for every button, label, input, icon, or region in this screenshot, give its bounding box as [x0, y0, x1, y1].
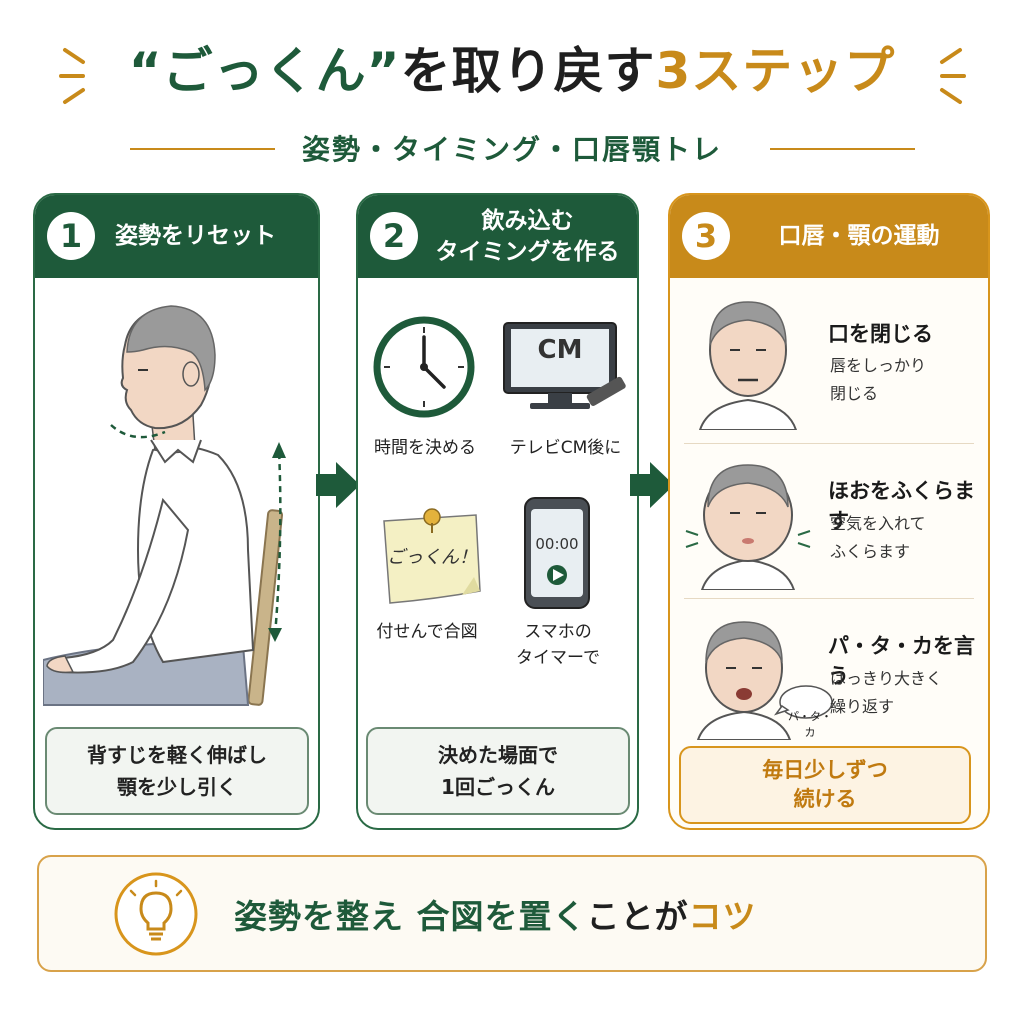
icon-caption-line: タイマーで [516, 648, 600, 668]
exercise-description-line: 空気を入れて [830, 514, 926, 533]
sticky-note-icon [383, 508, 481, 604]
caption-line: 顎を少し引く [117, 775, 237, 799]
face-speaking-icon [696, 621, 833, 740]
exercise-description-line: 唇をしっかり [830, 356, 927, 375]
exercise-title: ほおをふくらます [828, 479, 975, 533]
sparkle-lines-icon [59, 48, 85, 104]
subtitle: 姿勢・タイミング・口唇顎トレ [301, 133, 722, 166]
step-3-header: 3 口唇・顎の運動 [670, 195, 988, 278]
exercise-description-line: 閉じる [830, 384, 879, 403]
subtitle-row: 姿勢・タイミング・口唇顎トレ [0, 128, 1024, 168]
icon-caption: スマホの タイマーで [498, 619, 618, 671]
tip-part: コツ [688, 896, 757, 936]
step-number: 3 [682, 212, 730, 260]
exercise-description-line: ふくらます [830, 542, 911, 561]
icon-caption-line: スマホの [524, 622, 592, 642]
exercise-description: 唇をしっかり 閉じる [830, 352, 926, 408]
exercise-item: 口を閉じる 唇をしっかり 閉じる [670, 290, 988, 440]
title-middle: を取り戻す [400, 42, 656, 100]
tv-icon [503, 322, 626, 409]
caption-line: 背すじを軽く伸ばし [87, 743, 267, 767]
exercise-item: ほおをふくらます 空気を入れて ふくらます [670, 455, 988, 605]
caption-line: 続ける [793, 787, 857, 811]
sticky-note-text: ごっくん！ [387, 547, 477, 568]
step-2-panel: 2 飲み込む タイミングを作る 時間を決める CM テレビCM後に [356, 193, 639, 830]
divider-line [770, 148, 915, 150]
step-2-header: 2 飲み込む タイミングを作る [358, 195, 637, 278]
step-1-panel: 1 姿勢をリセット 背すじを軽く伸ばし 顎を少し引く [33, 193, 320, 830]
step-1-header: 1 姿勢をリセット [35, 195, 318, 278]
step-title: 飲み込む タイミングを作る [426, 195, 629, 278]
icon-caption: 付せんで合図 [376, 622, 478, 642]
caption-line: 1回ごっくん [441, 775, 555, 799]
caption-line: 毎日少しずつ [762, 758, 888, 782]
exercise-description: 空気を入れて ふくらます [830, 510, 926, 566]
tv-screen-text: CM [537, 335, 583, 365]
next-arrow-icon [630, 462, 674, 508]
exercise-description-line: はっきり大きく [830, 669, 943, 688]
face-puffed-cheeks-icon [685, 464, 811, 590]
icon-caption: 時間を決める [374, 438, 476, 458]
step-title: 口唇・顎の運動 [778, 223, 940, 249]
tip-part: 合図を置く [416, 896, 587, 936]
smartphone-timer-text: 00:00 [535, 535, 579, 553]
exercise-title: パ・タ・カを言う [828, 634, 975, 688]
step-3-panel: 3 口唇・顎の運動 口を閉じる 唇をしっかり 閉じる ほおをふく [668, 193, 990, 830]
face-closed-mouth-icon [698, 301, 798, 430]
icon-caption: テレビCM後に [509, 438, 622, 458]
step-title: 姿勢をリセット [115, 223, 276, 249]
step-1-caption: 背すじを軽く伸ばし 顎を少し引く [45, 727, 309, 815]
exercise-title: 口を閉じる [828, 322, 933, 346]
sparkle-lines-icon [940, 48, 966, 104]
next-arrow-icon [316, 462, 360, 508]
step-title-line: タイミングを作る [435, 238, 620, 265]
step-2-caption: 決めた場面で 1回ごっくん [366, 727, 630, 815]
exercise-description-line: 繰り返す [830, 697, 895, 716]
smartphone-icon [524, 497, 590, 609]
tip-part: 姿勢を整え [234, 896, 404, 936]
caption-line: 決めた場面で [438, 743, 558, 767]
title-quote: “ごっくん” [128, 42, 401, 100]
step-number: 1 [47, 212, 95, 260]
step-3-caption: 毎日少しずつ 続ける [679, 746, 971, 824]
page-title: “ごっくん”を取り戻す3ステップ [0, 40, 1024, 102]
divider [684, 443, 974, 444]
divider [684, 598, 974, 599]
speech-bubble-text: パ・タ・カ [788, 710, 832, 739]
clock-icon [373, 316, 475, 418]
tip-text: 姿勢を整え 合図を置くことがコツ [234, 857, 757, 970]
title-steps: 3ステップ [655, 42, 896, 100]
divider-line [130, 148, 275, 150]
lightbulb-icon [114, 872, 198, 956]
tip-part: ことが [586, 896, 689, 936]
seated-man-posture-illustration [43, 305, 286, 706]
exercise-description: はっきり大きく 繰り返す [830, 665, 942, 721]
step-title-line: 飲み込む [481, 207, 574, 234]
exercise-item: パ・タ・カ パ・タ・カを言う はっきり大きく 繰り返す [670, 610, 988, 760]
step-number: 2 [370, 212, 418, 260]
tip-banner: 姿勢を整え 合図を置くことがコツ [37, 855, 987, 972]
